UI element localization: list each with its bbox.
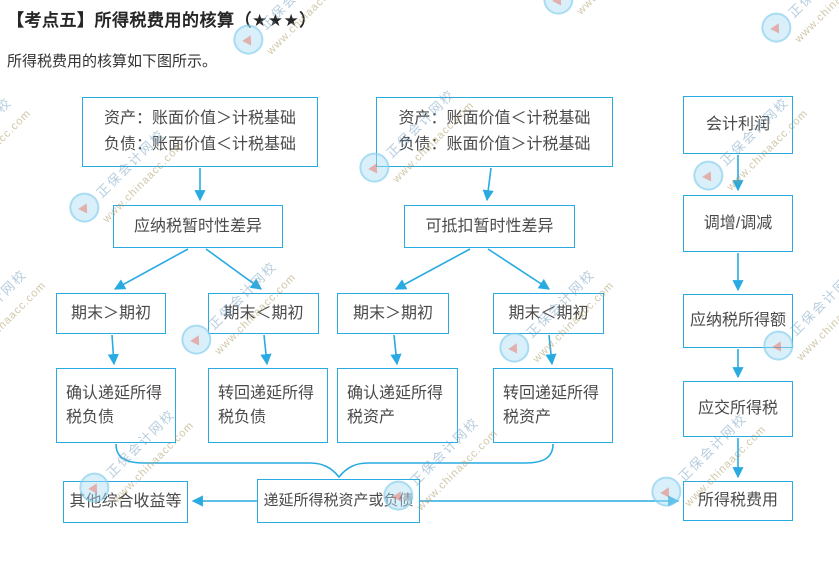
node-reverse-deferred-tax-asset: 转回递延所得税资产 (493, 368, 613, 443)
node-adjust-increase-decrease: 调增/调减 (683, 195, 793, 252)
page: 【考点五】所得税费用的核算（★★★） 所得税费用的核算如下图所示。 (0, 0, 839, 523)
node-ending-lt-beginning-taxable: 期末＜期初 (208, 293, 319, 334)
node-taxable-temporary-difference: 应纳税暂时性差异 (113, 205, 283, 248)
node-income-tax-payable: 应交所得税 (683, 381, 793, 437)
node-recognize-deferred-tax-liability: 确认递延所得税负债 (56, 368, 176, 443)
node-line: 资产：账面价值＞计税基础 (103, 110, 296, 128)
node-recognize-deferred-tax-asset: 确认递延所得税资产 (337, 368, 458, 443)
page-subtitle: 所得税费用的核算如下图所示。 (7, 53, 218, 70)
node-taxable-income: 应纳税所得额 (683, 294, 793, 348)
node-deferred-tax-asset-or-liability: 递延所得税资产或负债 (257, 479, 420, 523)
node-accounting-profit: 会计利润 (683, 96, 793, 154)
node-asset-cv-gt-taxbase: 资产：账面价值＞计税基础 负债：账面价值＜计税基础 (82, 97, 318, 167)
node-income-tax-expense: 所得税费用 (683, 481, 793, 521)
node-line: 资产：账面价值＜计税基础 (398, 110, 591, 128)
node-other-comprehensive-income: 其他综合收益等 (63, 481, 188, 523)
node-ending-gt-beginning-taxable: 期末＞期初 (56, 293, 166, 334)
node-line: 负债：账面价值＜计税基础 (103, 136, 296, 153)
page-title: 【考点五】所得税费用的核算（★★★） (7, 11, 317, 30)
connector-layer (107, 155, 744, 507)
node-ending-lt-beginning-deductible: 期末＜期初 (493, 293, 604, 334)
node-deductible-temporary-difference: 可抵扣暂时性差异 (404, 205, 575, 248)
node-ending-gt-beginning-deductible: 期末＞期初 (337, 293, 449, 334)
node-line: 负债：账面价值＞计税基础 (398, 136, 591, 153)
node-asset-cv-lt-taxbase: 资产：账面价值＜计税基础 负债：账面价值＞计税基础 (376, 97, 613, 167)
node-reverse-deferred-tax-liability: 转回递延所得税负债 (208, 368, 328, 443)
